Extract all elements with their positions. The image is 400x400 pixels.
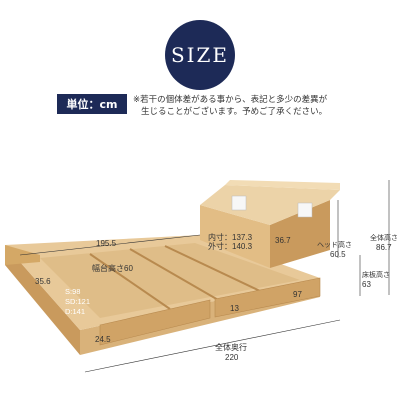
size-semi-double: SD:121	[65, 297, 90, 306]
head-height-label: ヘッド高さ	[317, 240, 352, 249]
size-double: D:141	[65, 307, 85, 316]
dim-headboard-depth: 36.7	[275, 236, 291, 245]
headboard-top	[200, 185, 340, 225]
slat-line-3	[164, 245, 261, 292]
headboard-front	[200, 205, 270, 268]
dim-floor-height: 63	[362, 280, 371, 289]
length-dim-line	[84, 319, 341, 373]
note-line-2: 生じることがございます。予めご了承ください。	[141, 107, 328, 117]
width-dim-line	[19, 234, 201, 256]
headboard-shelf	[225, 180, 340, 190]
unit-label: 単位：cm	[57, 94, 127, 114]
slat-line-2	[129, 248, 221, 302]
dim-total-length: 220	[225, 353, 239, 362]
headboard-light-right	[297, 202, 313, 218]
slat-area	[40, 243, 300, 318]
dim-head-height: 60.5	[330, 250, 346, 259]
dim-total-height: 86.7	[376, 243, 392, 252]
total-length-label: 全体奥行	[215, 342, 247, 352]
dim-drawer-depth: 13	[230, 304, 239, 313]
size-badge: SIZE	[165, 20, 235, 90]
size-badge-text: SIZE	[170, 43, 230, 67]
dim-inner: 内寸：137.3	[208, 232, 253, 242]
bed-left-side	[5, 245, 80, 355]
dim-width: 195.5	[96, 239, 117, 248]
total-height-label: 全体高さ	[370, 233, 398, 242]
dim-side-depth: 35.6	[35, 277, 51, 286]
drawer-left	[99, 299, 211, 346]
size-single: S:98	[65, 287, 80, 296]
headboard-side	[270, 200, 330, 268]
dim-drawer-length: 97	[293, 290, 302, 299]
floor-height-label: 床板高さ	[362, 270, 390, 279]
dim-outer: 外寸：140.3	[208, 241, 253, 251]
slat-line-1	[89, 253, 171, 310]
drawer-right	[214, 277, 321, 318]
note-line-1: ※若干の個体差がある事から、表記と多少の差異が	[133, 95, 328, 105]
disclaimer-note: ※若干の個体差がある事から、表記と多少の差異が 生じることがございます。予めご了…	[133, 94, 363, 118]
headboard-light-left	[231, 195, 247, 211]
sideboard-height-label: 幅台高さ60	[92, 263, 133, 273]
dim-drawer-height: 24.5	[95, 335, 111, 344]
